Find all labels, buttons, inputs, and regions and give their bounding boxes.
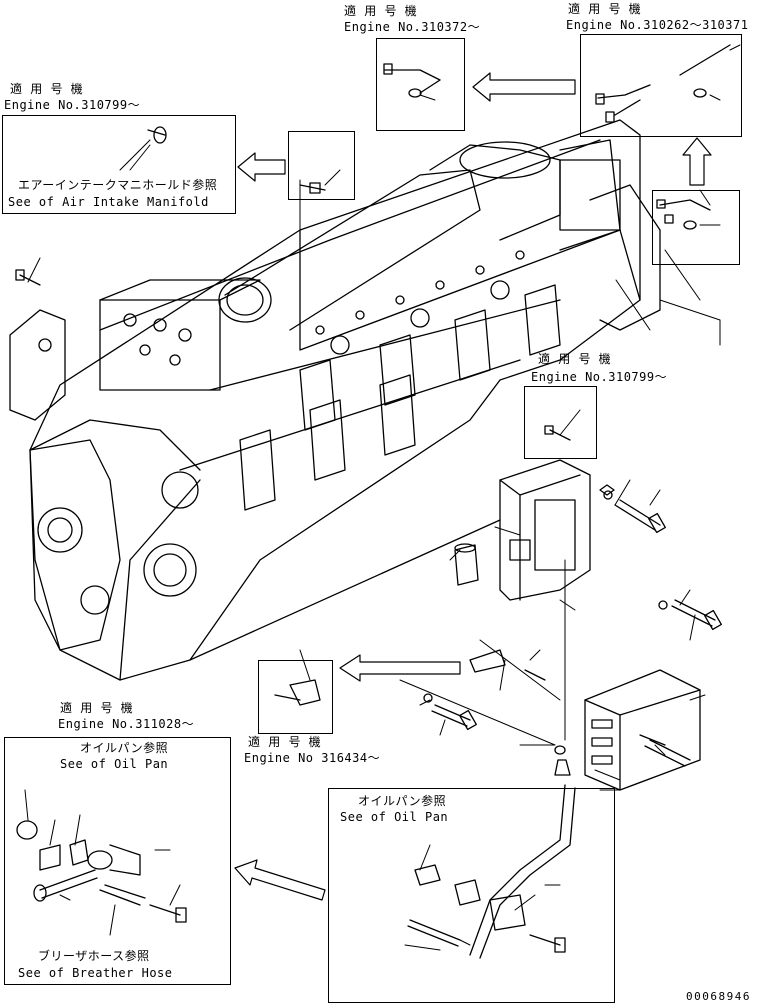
air-intake-reference-jp: エアーインテークマニホールド参照: [18, 178, 218, 192]
left-engine-number: Engine No.310799～: [4, 98, 141, 112]
box-sensor-detail-right: [652, 190, 740, 265]
box-air-intake: [2, 115, 236, 214]
oil-pan-reference-en-right: See of Oil Pan: [340, 810, 449, 824]
top-mid-applicable-title: 適 用 号 機: [344, 4, 418, 18]
box-intake-sensor: [288, 131, 355, 200]
mid-right-engine-number: Engine No.310799～: [531, 370, 668, 384]
drawing-number: 00068946: [686, 990, 751, 1003]
spacer: [454, 543, 479, 586]
bottom-left-engine-number: Engine No.311028～: [58, 717, 195, 731]
arrows: [234, 72, 712, 901]
guide-lines: [299, 179, 721, 746]
bottom-mid-applicable-title: 適 用 号 機: [248, 735, 322, 749]
breather-hose-reference-en: See of Breather Hose: [18, 966, 173, 980]
air-intake-reference-en: See of Air Intake Manifold: [8, 195, 209, 209]
ecm-bracket: [499, 459, 615, 601]
breather-hose-reference-jp: ブリーザホース参照: [38, 949, 150, 963]
cylinder-block: [9, 119, 661, 681]
box-oil-pan-right: [328, 788, 615, 1003]
bolts: [423, 490, 722, 746]
leader-lines: [24, 44, 741, 951]
box-sensor-310799: [524, 386, 597, 459]
box-sensor-310262: [580, 34, 742, 137]
oil-pan-reference-jp-left: オイルパン参照: [80, 741, 169, 755]
controller-unit: [584, 669, 701, 791]
sensor-details: [15, 44, 731, 706]
breather-parts: [16, 820, 187, 923]
top-right-engine-number: Engine No.310262～310371: [566, 18, 749, 32]
left-applicable-title: 適 用 号 機: [10, 82, 84, 96]
mid-right-applicable-title: 適 用 号 機: [538, 352, 612, 366]
bottom-left-applicable-title: 適 用 号 機: [60, 701, 134, 715]
box-sensor-316434: [258, 660, 333, 734]
bottom-mid-engine-number: Engine No 316434～: [244, 751, 381, 765]
top-right-applicable-title: 適 用 号 機: [568, 2, 642, 16]
top-mid-engine-number: Engine No.310372～: [344, 20, 481, 34]
dipstick-tube: [407, 745, 576, 959]
oil-pan-reference-en-left: See of Oil Pan: [60, 757, 169, 771]
box-breather-311028: [4, 737, 231, 985]
box-sensor-310372: [376, 38, 465, 131]
oil-pan-reference-jp-right: オイルパン参照: [358, 794, 447, 808]
